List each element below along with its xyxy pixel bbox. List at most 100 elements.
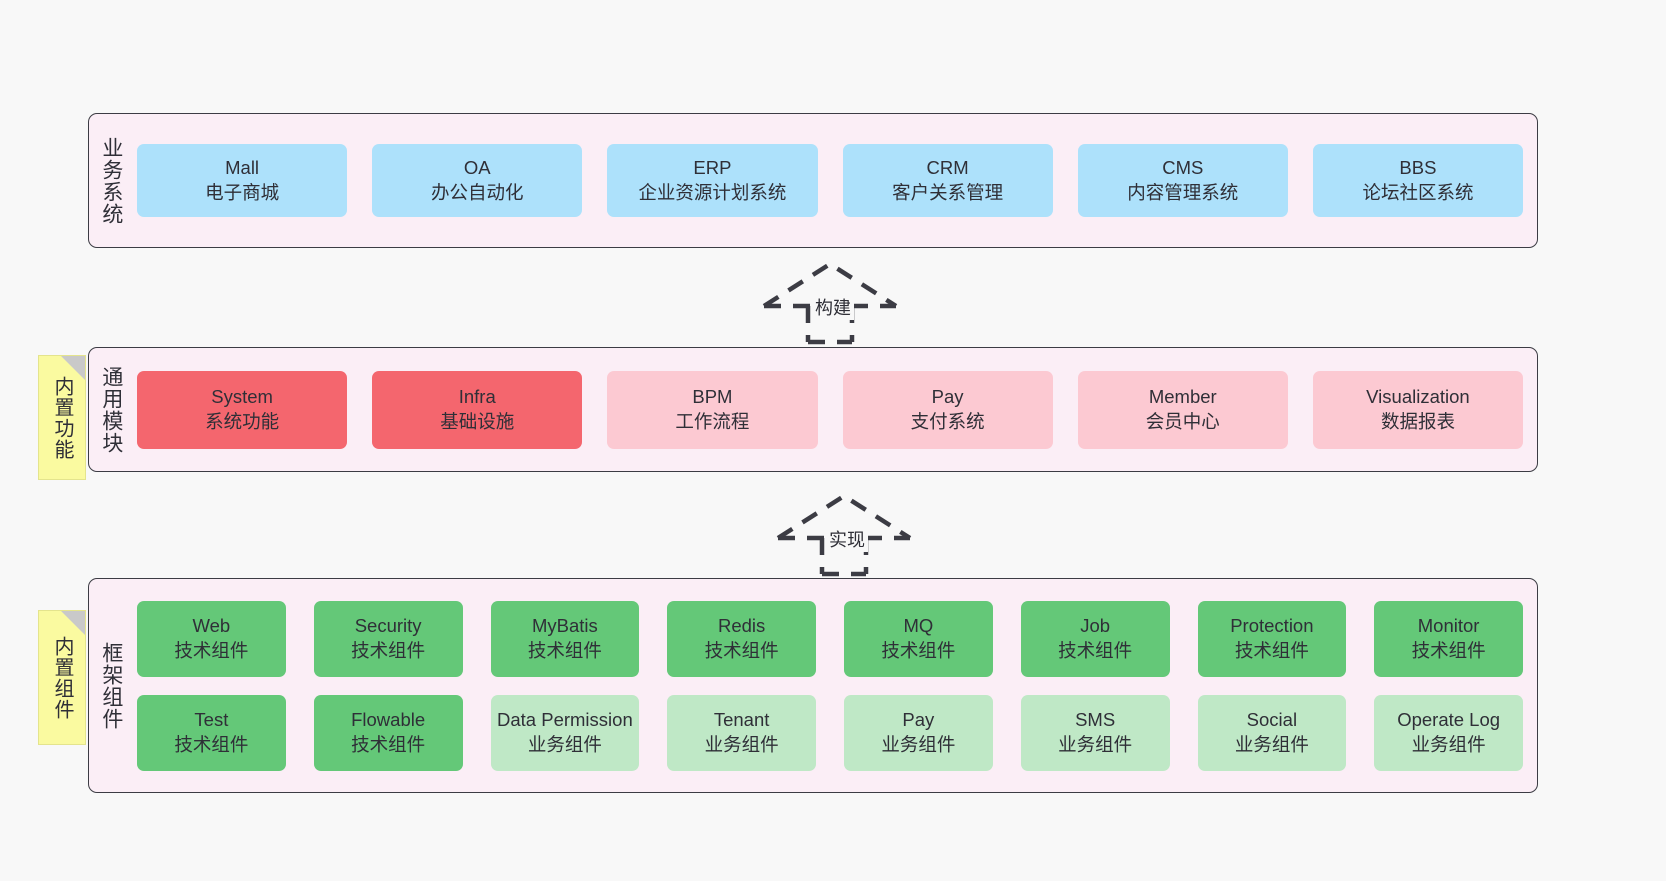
card-title: Member bbox=[1148, 386, 1217, 408]
card-subtitle: 基础设施 bbox=[440, 410, 515, 432]
card-subtitle: 业务组件 bbox=[704, 733, 779, 755]
card-title: Web bbox=[192, 615, 231, 637]
note-label: 内置组件 bbox=[51, 635, 73, 720]
card-tenant[interactable]: Tenant 业务组件 bbox=[667, 694, 816, 771]
layer-business-title: 业务系统 bbox=[99, 136, 123, 225]
layer-common-body: System 系统功能 Infra 基础设施 BPM 工作流程 Pay 支付系统… bbox=[133, 348, 1537, 471]
card-erp[interactable]: ERP 企业资源计划系统 bbox=[607, 144, 818, 217]
card-test[interactable]: Test 技术组件 bbox=[137, 694, 286, 771]
card-subtitle: 业务组件 bbox=[881, 733, 956, 755]
card-subtitle: 电子商城 bbox=[205, 181, 280, 203]
layer-common-title: 通用模块 bbox=[99, 365, 123, 454]
business-card-row: Mall 电子商城 OA 办公自动化 ERP 企业资源计划系统 CRM 客户关系… bbox=[137, 144, 1524, 217]
card-oa[interactable]: OA 办公自动化 bbox=[372, 144, 583, 217]
card-subtitle: 支付系统 bbox=[910, 410, 985, 432]
card-subtitle: 数据报表 bbox=[1380, 410, 1455, 432]
layer-common-modules: 通用模块 System 系统功能 Infra 基础设施 BPM 工作流程 Pay… bbox=[88, 347, 1538, 472]
card-title: Social bbox=[1246, 709, 1298, 731]
card-subtitle: 技术组件 bbox=[174, 733, 249, 755]
card-title: Operate Log bbox=[1397, 709, 1501, 731]
card-subtitle: 技术组件 bbox=[1058, 639, 1133, 661]
card-title: Flowable bbox=[351, 709, 426, 731]
card-title: BPM bbox=[692, 386, 733, 408]
card-title: Visualization bbox=[1366, 386, 1470, 408]
card-title: System bbox=[211, 386, 273, 408]
card-subtitle: 技术组件 bbox=[527, 639, 602, 661]
card-title: Tenant bbox=[713, 709, 770, 731]
card-subtitle: 论坛社区系统 bbox=[1362, 181, 1474, 203]
card-title: Mall bbox=[225, 157, 260, 179]
card-visualization[interactable]: Visualization 数据报表 bbox=[1312, 370, 1524, 449]
card-cms[interactable]: CMS 内容管理系统 bbox=[1077, 144, 1288, 217]
card-title: Protection bbox=[1230, 615, 1314, 637]
card-subtitle: 技术组件 bbox=[351, 733, 426, 755]
card-subtitle: 工作流程 bbox=[675, 410, 750, 432]
note-fold-corner-icon bbox=[61, 611, 85, 635]
card-flowable[interactable]: Flowable 技术组件 bbox=[313, 694, 463, 771]
card-subtitle: 内容管理系统 bbox=[1127, 181, 1239, 203]
card-operate-log[interactable]: Operate Log 业务组件 bbox=[1374, 694, 1523, 771]
card-subtitle: 技术组件 bbox=[704, 639, 779, 661]
card-redis[interactable]: Redis 技术组件 bbox=[667, 600, 816, 677]
layer-business-body: Mall 电子商城 OA 办公自动化 ERP 企业资源计划系统 CRM 客户关系… bbox=[133, 114, 1537, 247]
card-social[interactable]: Social 业务组件 bbox=[1197, 694, 1347, 771]
layer-framework-body: Web 技术组件 Security 技术组件 MyBatis 技术组件 Redi… bbox=[133, 579, 1537, 792]
card-bbs[interactable]: BBS 论坛社区系统 bbox=[1312, 144, 1524, 217]
card-subtitle: 技术组件 bbox=[1411, 639, 1486, 661]
note-builtin-component: 内置组件 bbox=[38, 610, 86, 745]
note-builtin-function: 内置功能 bbox=[38, 355, 86, 480]
card-title: CMS bbox=[1162, 157, 1204, 179]
note-fold-corner-icon bbox=[61, 356, 85, 380]
card-title: Infra bbox=[458, 386, 496, 408]
connector-implement: 实现 bbox=[770, 490, 920, 577]
card-monitor[interactable]: Monitor 技术组件 bbox=[1374, 600, 1523, 677]
card-subtitle: 系统功能 bbox=[205, 410, 280, 432]
card-mall[interactable]: Mall 电子商城 bbox=[137, 144, 348, 217]
card-title: ERP bbox=[693, 157, 732, 179]
card-subtitle: 业务组件 bbox=[527, 733, 602, 755]
framework-card-row-1: Web 技术组件 Security 技术组件 MyBatis 技术组件 Redi… bbox=[137, 600, 1523, 677]
card-title: Test bbox=[194, 709, 229, 731]
layer-framework-components: 框架组件 Web 技术组件 Security 技术组件 MyBatis 技术组件… bbox=[88, 578, 1538, 793]
connector-build: 构建 bbox=[756, 258, 906, 345]
card-sms[interactable]: SMS 业务组件 bbox=[1020, 694, 1170, 771]
card-title: Pay bbox=[902, 709, 935, 731]
card-job[interactable]: Job 技术组件 bbox=[1020, 600, 1170, 677]
card-subtitle: 会员中心 bbox=[1145, 410, 1220, 432]
card-protection[interactable]: Protection 技术组件 bbox=[1197, 600, 1347, 677]
card-subtitle: 企业资源计划系统 bbox=[638, 181, 787, 203]
card-subtitle: 客户关系管理 bbox=[892, 181, 1004, 203]
card-web[interactable]: Web 技术组件 bbox=[137, 600, 286, 677]
note-label: 内置功能 bbox=[51, 375, 73, 460]
card-mybatis[interactable]: MyBatis 技术组件 bbox=[490, 600, 640, 677]
card-crm[interactable]: CRM 客户关系管理 bbox=[842, 144, 1053, 217]
card-bpm[interactable]: BPM 工作流程 bbox=[607, 370, 818, 449]
connector-build-label: 构建 bbox=[812, 294, 854, 320]
common-card-row: System 系统功能 Infra 基础设施 BPM 工作流程 Pay 支付系统… bbox=[137, 370, 1524, 449]
card-title: Monitor bbox=[1417, 615, 1480, 637]
card-title: MQ bbox=[903, 615, 934, 637]
card-subtitle: 技术组件 bbox=[174, 639, 249, 661]
card-title: Data Permission bbox=[497, 709, 633, 731]
layer-business-systems: 业务系统 Mall 电子商城 OA 办公自动化 ERP 企业资源计划系统 CRM… bbox=[88, 113, 1538, 248]
card-title: Security bbox=[354, 615, 422, 637]
card-subtitle: 技术组件 bbox=[1234, 639, 1309, 661]
card-mq[interactable]: MQ 技术组件 bbox=[844, 600, 993, 677]
framework-card-row-2: Test 技术组件 Flowable 技术组件 Data Permission … bbox=[137, 694, 1523, 771]
card-title: Redis bbox=[717, 615, 766, 637]
card-data-permission[interactable]: Data Permission 业务组件 bbox=[490, 694, 640, 771]
card-member[interactable]: Member 会员中心 bbox=[1077, 370, 1288, 449]
card-subtitle: 技术组件 bbox=[881, 639, 956, 661]
card-pay[interactable]: Pay 支付系统 bbox=[842, 370, 1053, 449]
card-subtitle: 业务组件 bbox=[1234, 733, 1309, 755]
card-title: Job bbox=[1080, 615, 1111, 637]
card-infra[interactable]: Infra 基础设施 bbox=[372, 370, 583, 449]
card-security[interactable]: Security 技术组件 bbox=[313, 600, 463, 677]
layer-framework-title: 框架组件 bbox=[99, 641, 123, 730]
card-system[interactable]: System 系统功能 bbox=[137, 370, 348, 449]
card-title: Pay bbox=[931, 386, 964, 408]
connector-implement-label: 实现 bbox=[826, 526, 868, 552]
card-subtitle: 业务组件 bbox=[1411, 733, 1486, 755]
card-pay-business[interactable]: Pay 业务组件 bbox=[844, 694, 993, 771]
card-subtitle: 办公自动化 bbox=[431, 181, 524, 203]
